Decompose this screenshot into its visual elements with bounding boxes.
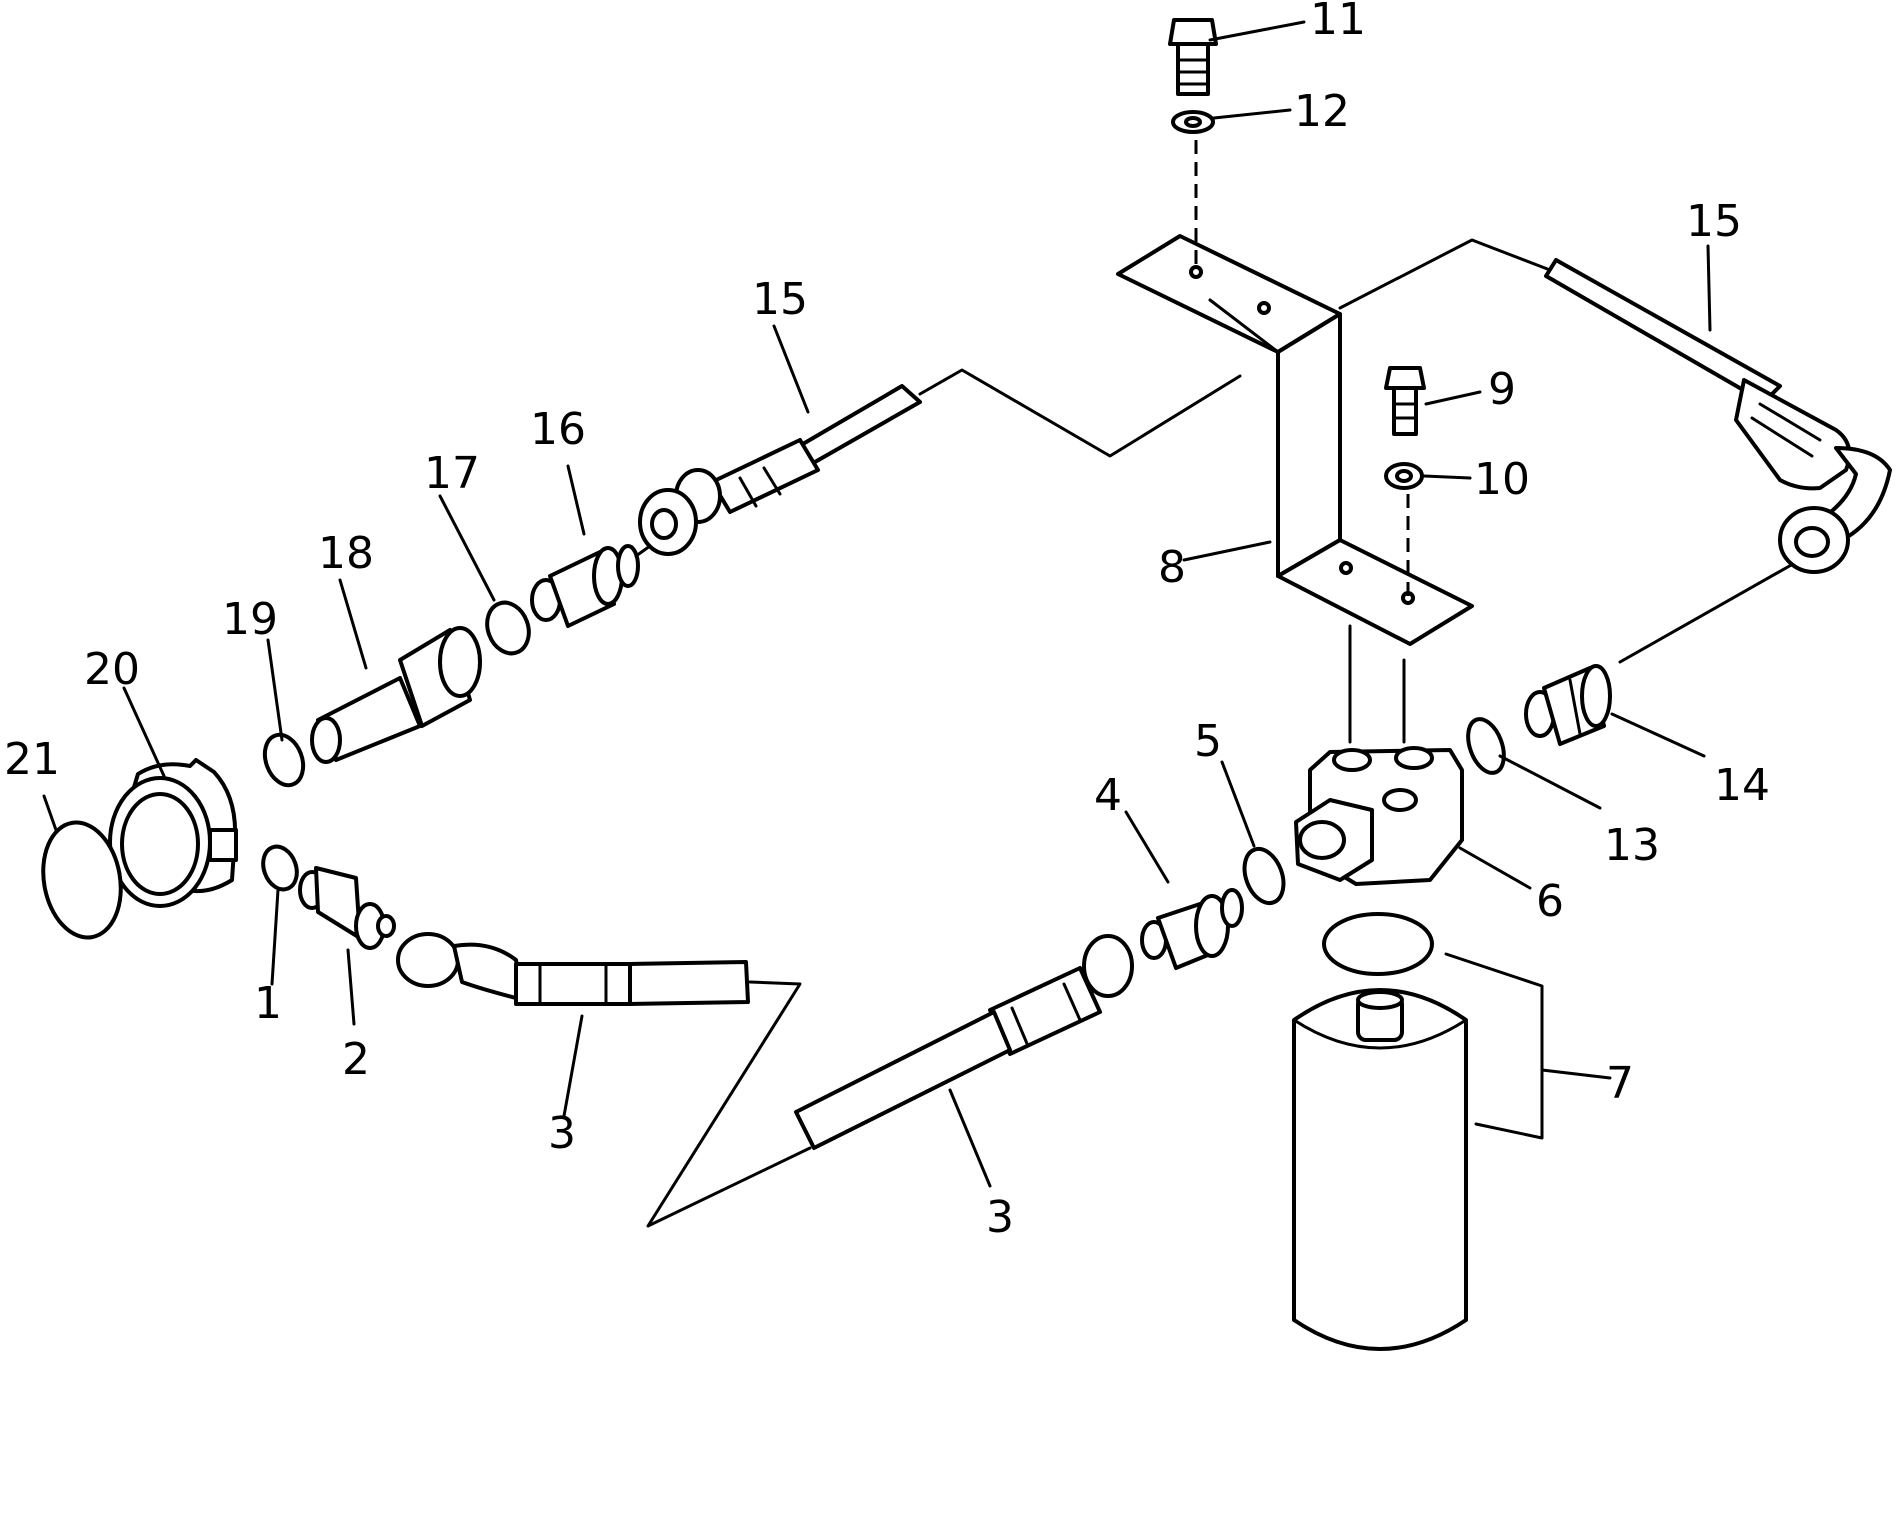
callout-14: 14 [1714, 760, 1770, 811]
bolt-11 [1168, 18, 1218, 96]
callout-18: 18 [318, 528, 374, 579]
filter-cartridge [1292, 988, 1468, 1351]
callout-21: 21 [4, 734, 60, 785]
housing-20 [108, 758, 238, 908]
connector-16 [530, 544, 640, 628]
callout-20: 20 [84, 644, 140, 695]
callout-9: 9 [1488, 364, 1516, 415]
callout-5: 5 [1194, 716, 1222, 767]
callout-1: 1 [254, 978, 282, 1029]
callout-19: 19 [222, 594, 278, 645]
hose-3-left [396, 932, 750, 1006]
callout-15-right: 15 [1686, 196, 1742, 247]
callout-13: 13 [1604, 820, 1660, 871]
bolt-9 [1384, 366, 1426, 436]
filter-head [1294, 746, 1464, 886]
leader-lines [42, 20, 1712, 1188]
hose-3-lower [794, 934, 1134, 1150]
callout-10: 10 [1474, 454, 1530, 505]
o-ring-13 [1466, 717, 1506, 775]
adapter-18 [310, 626, 482, 764]
mounting-bracket [1116, 234, 1474, 646]
hose-15-right [1544, 258, 1892, 574]
o-ring-1 [261, 844, 299, 892]
callout-11: 11 [1310, 0, 1366, 45]
callout-labels: 11 12 15 15 9 10 16 17 18 8 19 20 21 5 4… [4, 0, 1770, 1243]
callout-4: 4 [1094, 770, 1122, 821]
o-ring-5 [1242, 846, 1286, 906]
connector-2 [298, 866, 396, 950]
o-ring-19 [262, 732, 306, 788]
callout-8: 8 [1158, 542, 1186, 593]
callout-2: 2 [342, 1034, 370, 1085]
callout-6: 6 [1536, 876, 1564, 927]
callout-17: 17 [424, 448, 480, 499]
o-ring-21 [41, 820, 123, 940]
o-ring-17 [485, 600, 531, 656]
connector-4 [1140, 888, 1244, 970]
callout-3-left: 3 [548, 1108, 576, 1159]
washer-12 [1171, 110, 1215, 134]
filter-gasket [1322, 912, 1434, 976]
callout-15-left: 15 [752, 274, 808, 325]
callout-7: 7 [1606, 1058, 1634, 1109]
callout-16: 16 [530, 404, 586, 455]
callout-3-lower: 3 [986, 1192, 1014, 1243]
washer-10 [1384, 462, 1424, 490]
hose-15-left [638, 384, 922, 556]
callout-12: 12 [1294, 86, 1350, 137]
connector-14 [1524, 664, 1612, 746]
